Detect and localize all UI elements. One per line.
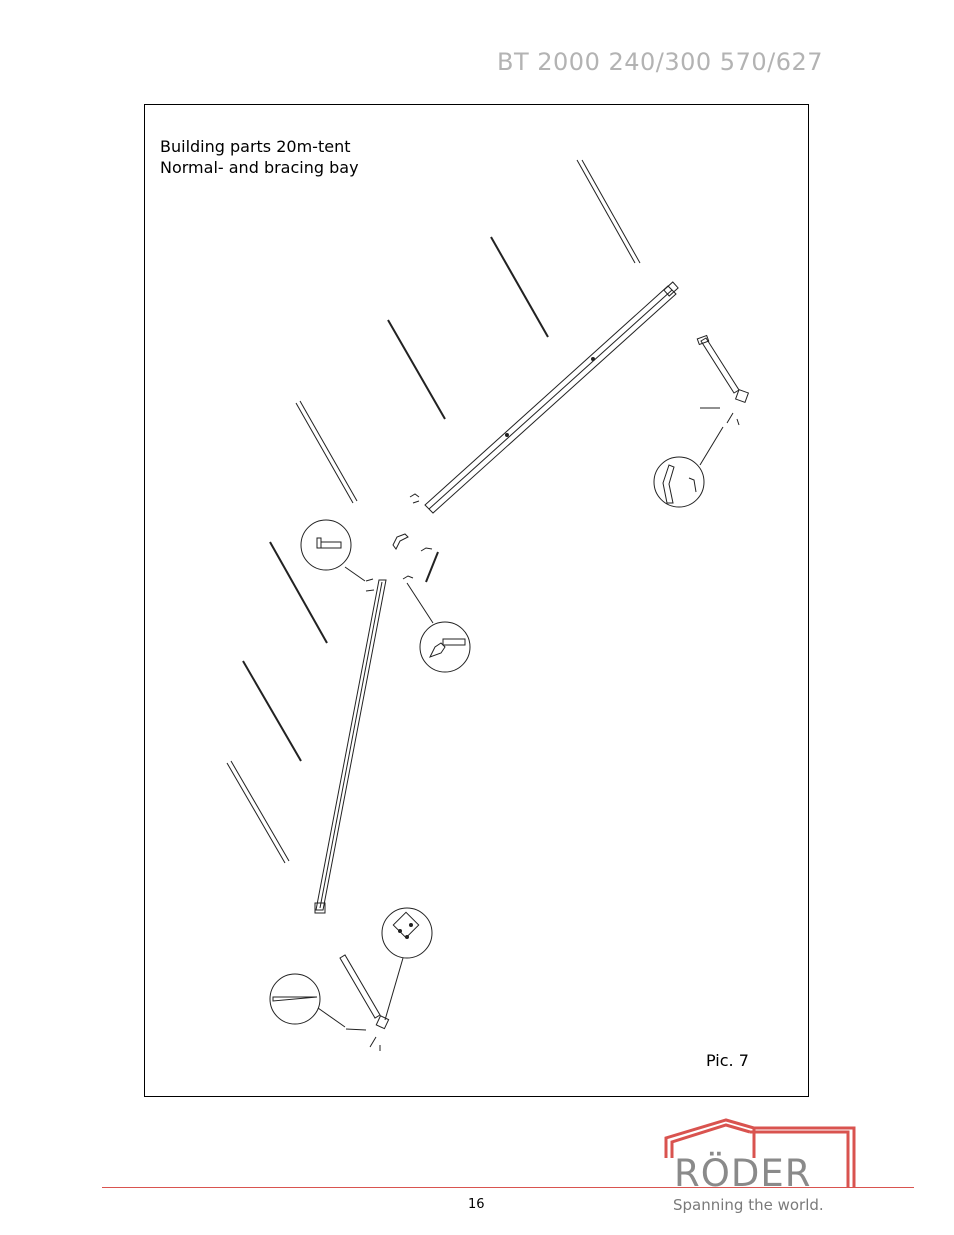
roof-beam <box>424 281 679 514</box>
detail-circle-3 <box>653 426 724 508</box>
bracing-assembly <box>696 334 750 426</box>
purlin-7 <box>226 760 290 864</box>
page-number: 16 <box>468 1197 485 1212</box>
detail-circle-2 <box>406 582 471 673</box>
detail-circle-1 <box>300 519 366 582</box>
detail-circle-5 <box>269 973 346 1028</box>
caption-line-2: Normal- and bracing bay <box>160 158 359 177</box>
figure-caption: Building parts 20m-tent Normal- and brac… <box>160 136 359 178</box>
figure-frame: Building parts 20m-tent Normal- and brac… <box>144 104 809 1097</box>
document-title: BT 2000 240/300 570/627 <box>497 48 823 76</box>
purlin-4 <box>295 400 358 504</box>
purlin-2 <box>490 236 549 338</box>
caption-line-1: Building parts 20m-tent <box>160 137 351 156</box>
base-strut <box>339 954 390 1051</box>
assembly-drawing <box>226 159 750 1051</box>
purlin-6 <box>242 660 302 762</box>
detail-circle-4 <box>381 907 433 1021</box>
footer-divider <box>102 1187 914 1188</box>
logo-slogan: Spanning the world. <box>673 1196 824 1214</box>
purlin-5 <box>269 541 328 644</box>
connectors <box>365 493 439 592</box>
figure-label: Pic. 7 <box>706 1051 749 1070</box>
leg <box>314 579 387 914</box>
purlin-3 <box>387 319 446 420</box>
roof-icon <box>664 1118 856 1188</box>
logo-wordmark: RÖDER <box>674 1152 812 1195</box>
purlin-1 <box>576 159 641 264</box>
roder-logo: RÖDER Spanning the world. <box>660 1118 860 1218</box>
